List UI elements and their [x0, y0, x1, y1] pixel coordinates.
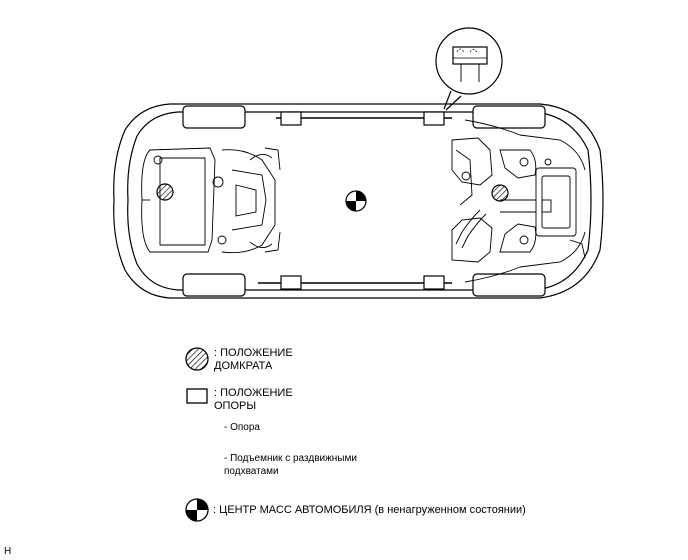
center-of-mass-icon: [185, 498, 209, 522]
support-point-front-lower: [423, 275, 445, 290]
jack-point-rear: [156, 183, 174, 201]
center-of-mass-icon: [345, 190, 367, 212]
wheel-wells: [182, 105, 546, 297]
legend-lift-label: - Подъемник с раздвижными подхватами: [224, 453, 357, 477]
figure-code: H: [4, 546, 12, 557]
rear-suspension: [141, 147, 281, 254]
jack-point-front: [491, 184, 509, 202]
vehicle-underbody-diagram: [113, 27, 604, 299]
rectangle-icon: [186, 388, 208, 404]
legend-center-label: : ЦЕНТР МАСС АВТОМОБИЛЯ (в ненагруженном…: [213, 504, 526, 516]
support-point-rear-upper: [280, 111, 302, 126]
legend-support-position: : ПОЛОЖЕНИЕ ОПОРЫ: [186, 387, 293, 413]
front-suspension-engine: [451, 119, 586, 283]
legend-jack-position: : ПОЛОЖЕНИЕ ДОМКРАТА: [184, 346, 293, 373]
support-point-front-upper: [423, 111, 445, 126]
car-body-outline: [113, 103, 604, 299]
support-points: [280, 111, 445, 290]
legend-support-label: : ПОЛОЖЕНИЕ ОПОРЫ: [214, 387, 293, 412]
legend-jack-label: : ПОЛОЖЕНИЕ ДОМКРАТА: [214, 347, 293, 372]
support-detail-callout: [435, 27, 503, 111]
legend-stand-label: - Опора: [224, 422, 260, 433]
support-point-rear-lower: [280, 275, 302, 290]
hatched-circle-icon: [185, 347, 209, 371]
legend-center-of-mass: : ЦЕНТР МАСС АВТОМОБИЛЯ (в ненагруженном…: [184, 497, 526, 523]
